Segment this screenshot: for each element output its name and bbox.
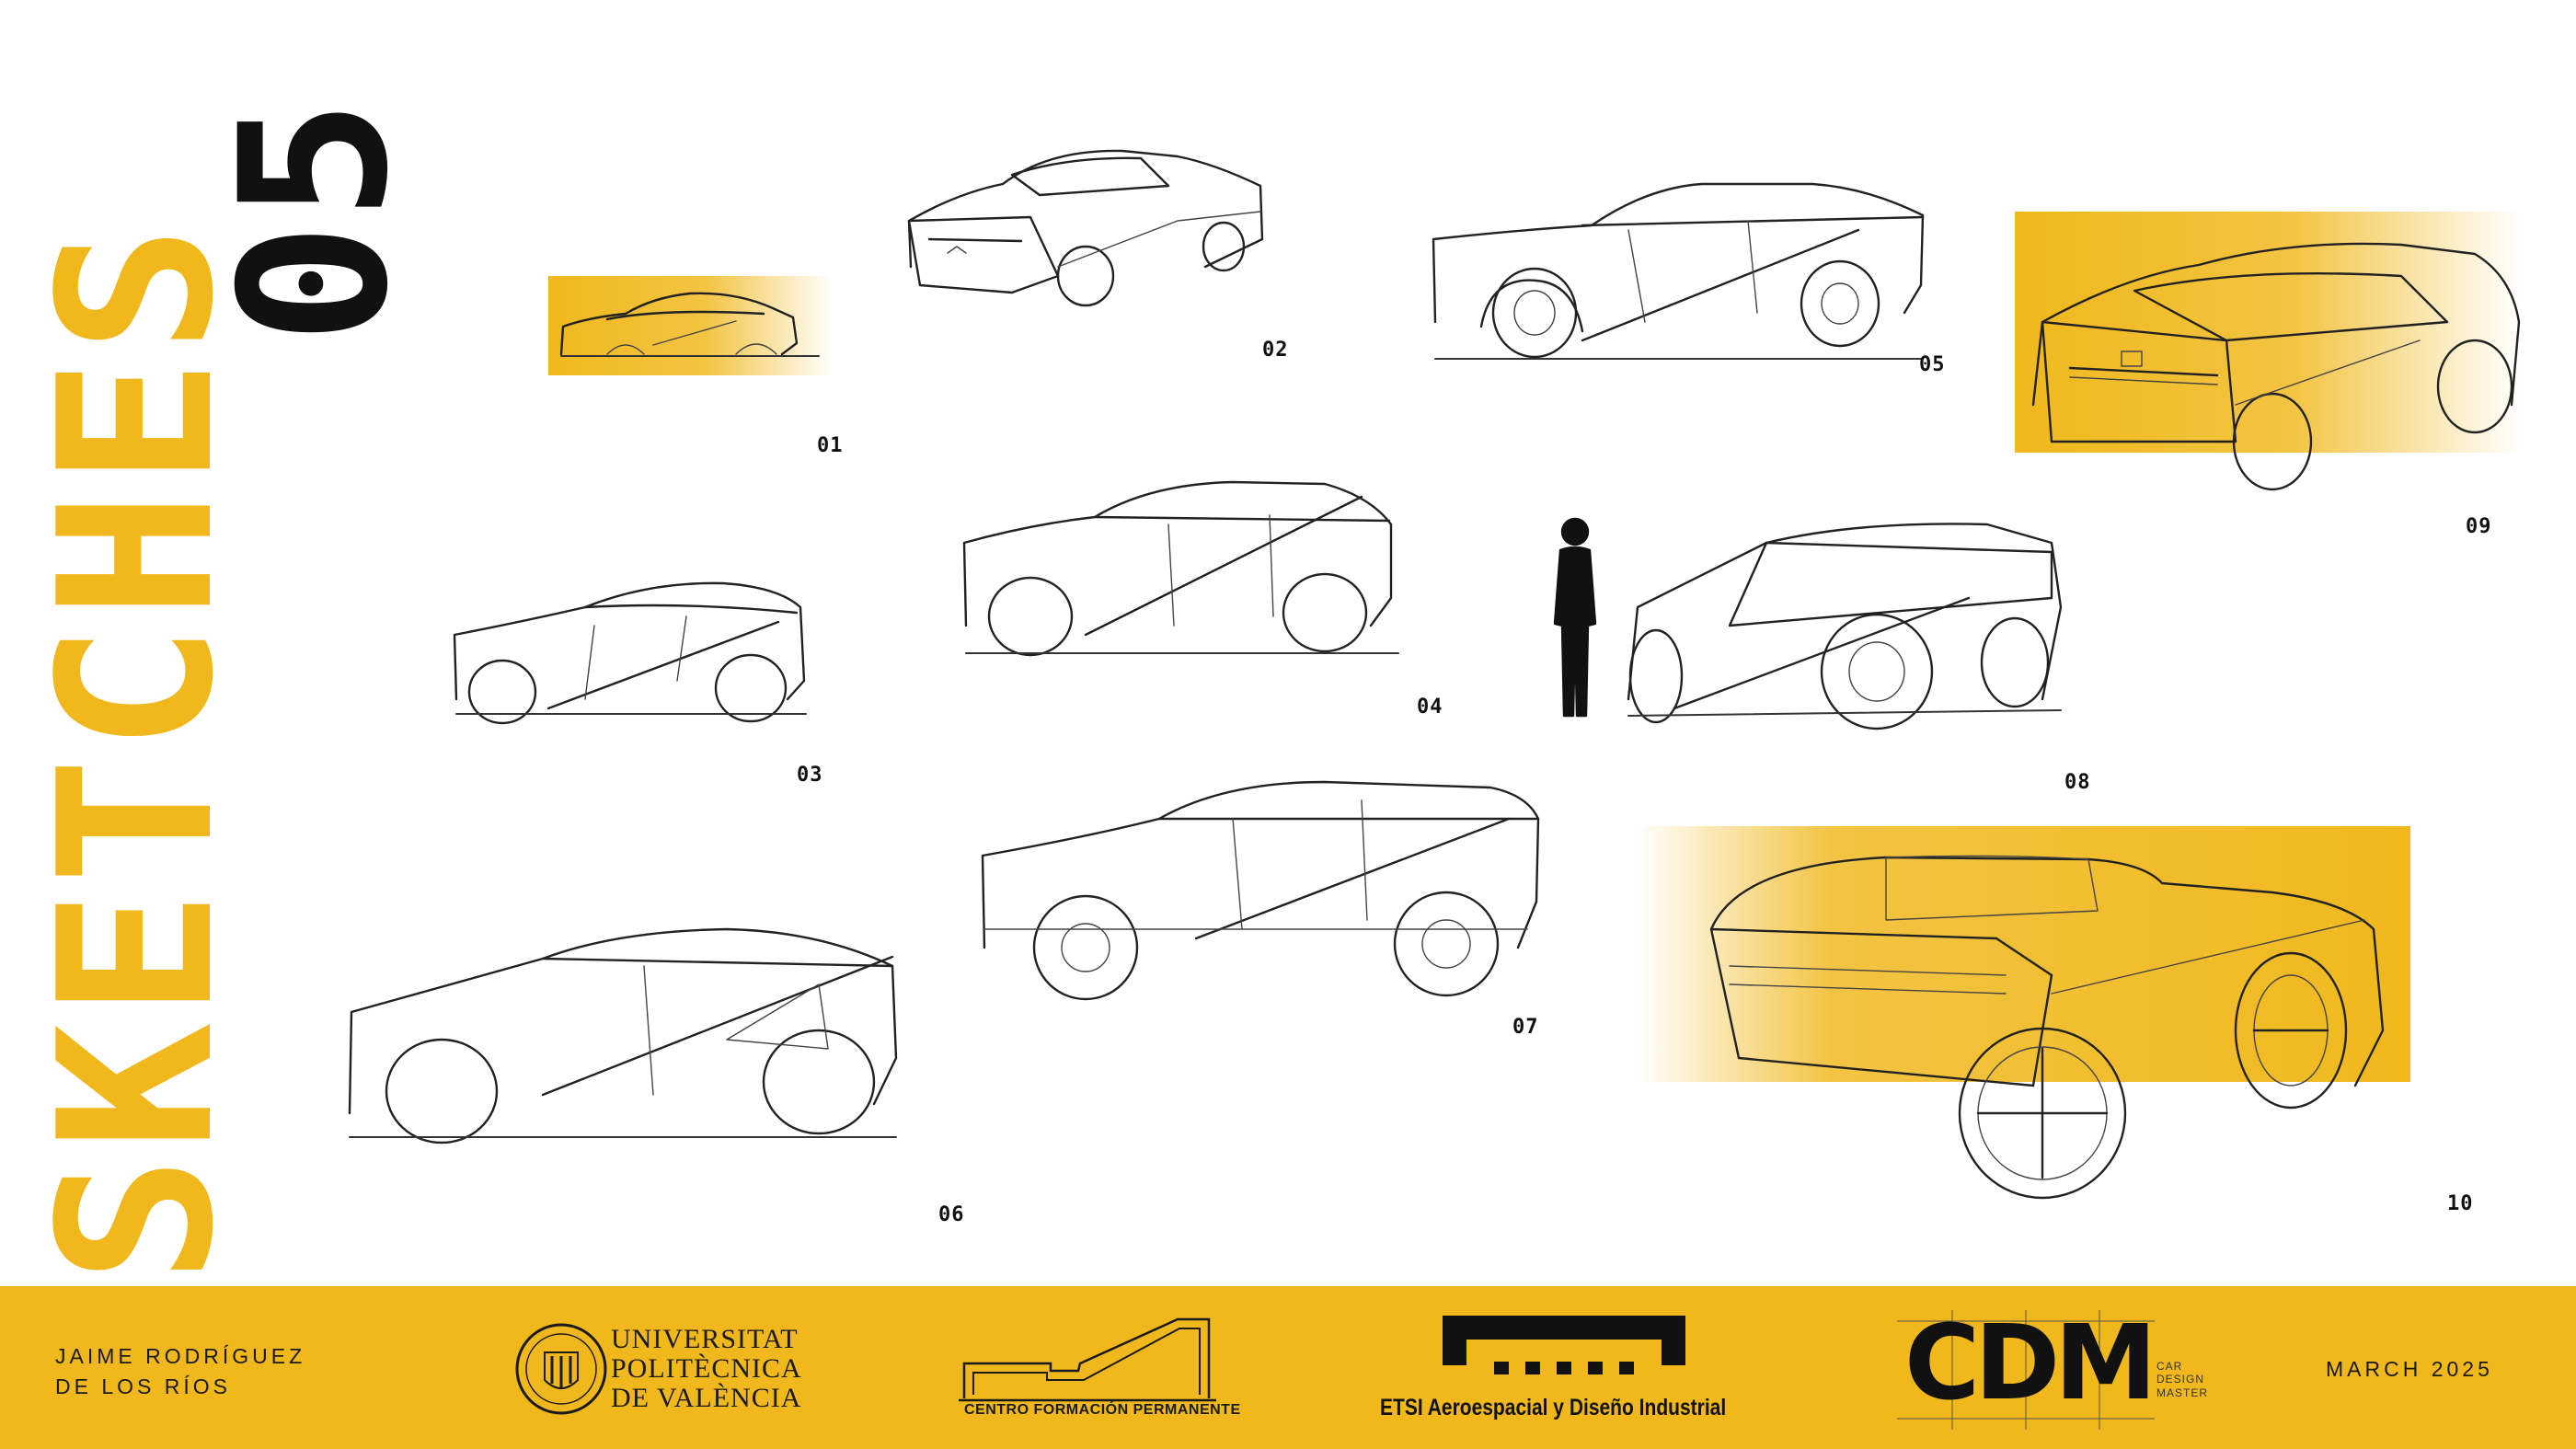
cdm-sub-1: CAR [2156, 1360, 2183, 1373]
sketch-02 [907, 149, 1264, 307]
sketch-number-07: 07 [1512, 1016, 1539, 1039]
etsi-name: ETSI Aeroespacial y Diseño Industrial [1380, 1395, 1727, 1420]
upv-line-2: POLITÈCNICA [611, 1352, 802, 1384]
sketch-number-06: 06 [938, 1203, 965, 1226]
sketch-08 [1627, 523, 2063, 730]
sketch-01 [559, 292, 820, 357]
cfp-name: CENTRO FORMACIÓN PERMANENTE [964, 1402, 1241, 1418]
human-silhouette-icon [1553, 517, 1597, 718]
author-name: JAIME RODRÍGUEZ DE LOS RÍOS [55, 1341, 305, 1403]
sketch-09 [2031, 242, 2521, 491]
author-line-2: DE LOS RÍOS [55, 1374, 231, 1399]
sketch-number-10: 10 [2447, 1192, 2474, 1215]
sketch-number-04: 04 [1417, 696, 1443, 719]
sketch-05 [1432, 182, 1925, 360]
cdm-sub-3: MASTER [2156, 1386, 2209, 1399]
upv-seal-icon [515, 1323, 607, 1415]
footer-bar [0, 1286, 2576, 1449]
sketch-number-05: 05 [1919, 353, 1946, 376]
cdm-sub-2: DESIGN [2156, 1373, 2205, 1386]
cfp-building-icon [959, 1317, 1216, 1402]
sketch-number-03: 03 [797, 764, 823, 787]
cdm-grid-icon [1897, 1310, 2155, 1430]
upv-name: UNIVERSITAT POLITÈCNICA DE VALÈNCIA [611, 1325, 802, 1412]
cdm-logo-letters: CDM [1904, 1304, 2157, 1423]
sketch-06 [348, 927, 898, 1144]
etsi-logo-icon [1443, 1316, 1685, 1374]
sketch-07 [981, 780, 1540, 1001]
sketch-10 [1709, 855, 2385, 1200]
panel-sketch-09 [2015, 212, 2521, 453]
presentation-date: MARCH 2025 [2326, 1357, 2493, 1381]
sketch-number-09: 09 [2466, 515, 2492, 538]
sketch-number-08: 08 [2064, 771, 2091, 794]
sketch-number-01: 01 [817, 434, 844, 457]
upv-line-3: DE VALÈNCIA [611, 1382, 802, 1413]
upv-line-1: UNIVERSITAT [611, 1324, 799, 1354]
sketch-03 [453, 581, 807, 725]
sketch-number-02: 02 [1262, 339, 1289, 362]
sketch-04 [962, 480, 1399, 657]
title-number: 05 [197, 97, 432, 345]
author-line-1: JAIME RODRÍGUEZ [55, 1344, 306, 1368]
cdm-subtitle: CAR DESIGN MASTER [2156, 1360, 2208, 1399]
